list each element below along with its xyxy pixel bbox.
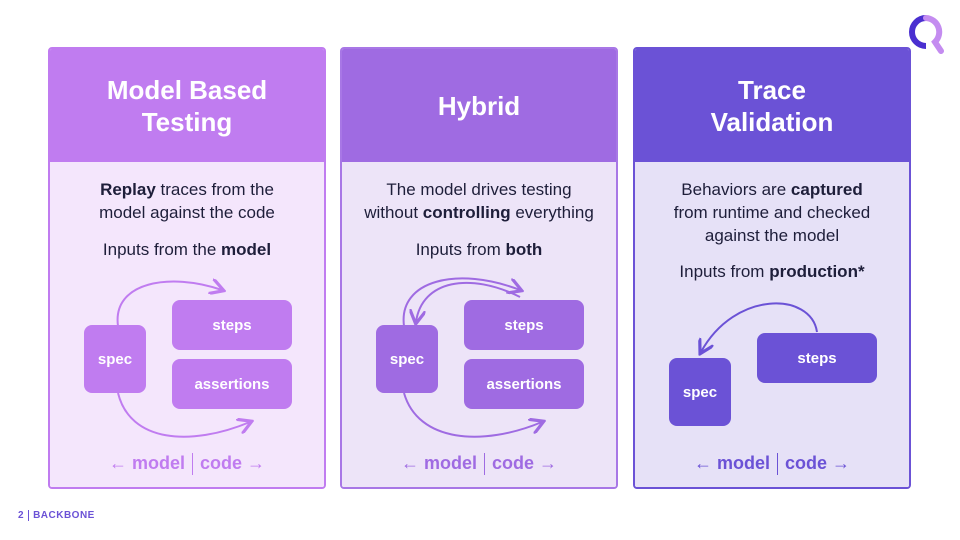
card-body: The model drives testing without control… (342, 162, 618, 487)
card-model-based-testing: Model Based Testing Replay traces from t… (48, 47, 326, 489)
desc-bold: captured (790, 180, 863, 199)
card-body: Behaviors are captured from runtime and … (635, 162, 909, 489)
desc-text: everything (510, 203, 594, 222)
card-title-line: Validation (710, 106, 834, 137)
page-number: 2 (18, 510, 25, 522)
spec-node: spec (376, 325, 438, 393)
card-trace-validation: Trace Validation Behaviors are captured … (633, 47, 911, 489)
spec-node: spec (669, 358, 731, 426)
desc-text: without (364, 203, 423, 222)
desc-text: model against the code (99, 203, 275, 222)
steps-node: steps (464, 300, 584, 350)
model-code-direction: ← model code → (342, 452, 616, 476)
card-header: Hybrid (342, 49, 616, 162)
divider (192, 453, 193, 476)
divider (28, 510, 30, 521)
footer-code-label: code → (492, 453, 558, 473)
desc-bold: controlling (422, 203, 511, 222)
footer-model-label: ← model (400, 453, 477, 473)
inputs-line: Inputs from production* (635, 260, 909, 283)
desc-text: against the model (704, 226, 840, 245)
card-hybrid: Hybrid The model drives testing without … (340, 47, 618, 489)
footer-code-label: code → (785, 453, 851, 473)
steps-node: steps (172, 300, 292, 350)
footer-label: BACKBONE (33, 510, 95, 522)
desc-text: from runtime and checked (673, 203, 871, 222)
inputs-prefix: Inputs from the (102, 240, 222, 259)
card-title-line: Testing (141, 106, 233, 137)
model-code-direction: ← model code → (635, 452, 909, 476)
inputs-prefix: Inputs from (415, 240, 506, 259)
assertions-node: assertions (464, 359, 584, 409)
brand-logo-icon (909, 15, 944, 54)
spec-node: spec (84, 325, 146, 393)
card-body: Replay traces from the model against the… (50, 162, 326, 487)
desc-bold: Replay (100, 180, 156, 199)
model-code-direction: ← model code → (50, 452, 324, 476)
card-title-line: Model Based (106, 74, 268, 105)
desc-text: Behaviors are (681, 180, 791, 199)
divider (777, 453, 778, 476)
card-title-line: Hybrid (437, 90, 521, 121)
inputs-line: Inputs from both (342, 238, 616, 261)
footer-model-label: ← model (108, 453, 185, 473)
divider (484, 453, 485, 476)
footer-code-label: code → (200, 453, 266, 473)
steps-node: steps (757, 333, 877, 383)
flow-arrows (402, 277, 618, 438)
inputs-line: Inputs from the model (50, 238, 324, 261)
card-title-line: Trace (738, 74, 806, 105)
desc-text: traces from the (155, 180, 274, 199)
flow-arrows (635, 302, 818, 489)
card-header: Model Based Testing (50, 49, 324, 162)
desc-text: The model drives testing (386, 180, 572, 199)
page-footer: 2 BACKBONE (18, 510, 95, 521)
inputs-source: production* (769, 262, 865, 281)
card-description: Behaviors are captured from runtime and … (635, 178, 909, 247)
footer-model-label: ← model (693, 453, 770, 473)
card-description: The model drives testing without control… (342, 178, 616, 224)
inputs-prefix: Inputs from (679, 262, 770, 281)
card-description: Replay traces from the model against the… (50, 178, 324, 224)
assertions-node: assertions (172, 359, 292, 409)
flow-arrows (116, 162, 326, 438)
card-header: Trace Validation (635, 49, 909, 162)
inputs-source: model (221, 240, 272, 259)
inputs-source: both (505, 240, 543, 259)
